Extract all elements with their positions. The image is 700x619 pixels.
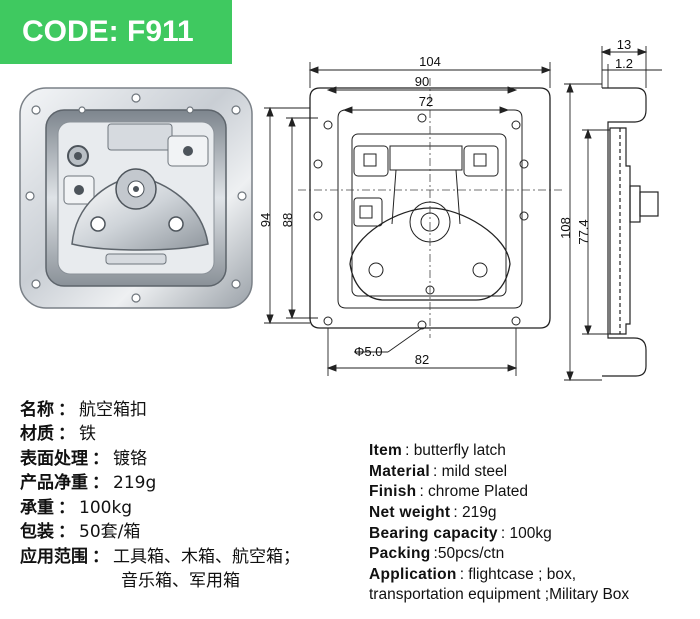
spec-cn-key: 产品净重 bbox=[20, 473, 88, 494]
spec-cn-sep: ： bbox=[92, 473, 109, 494]
spec-cn-value: 50套/箱 bbox=[79, 522, 141, 543]
spec-cn-key: 应用范围 bbox=[20, 546, 88, 567]
spec-en-row: Material: mild steel bbox=[369, 462, 699, 483]
spec-en-key: Bearing capacity bbox=[369, 524, 498, 542]
dim-108-label: 108 bbox=[558, 217, 573, 239]
product-code-text: CODE: F911 bbox=[22, 15, 194, 48]
spec-en-row-continued: transportation equipment ;Military Box bbox=[369, 585, 699, 606]
dim-104-label: 104 bbox=[419, 54, 441, 69]
spec-en-key: Finish bbox=[369, 483, 417, 501]
spec-en-value: : mild steel bbox=[432, 462, 508, 480]
spec-cn-key: 表面处理 bbox=[20, 448, 88, 469]
spec-en-value: :50pcs/ctn bbox=[433, 545, 505, 563]
spec-cn-row: 承重：100kg bbox=[20, 496, 360, 521]
spec-en-row: Finish: chrome Plated bbox=[369, 482, 699, 503]
spec-en-value: : chrome Plated bbox=[419, 483, 528, 501]
spec-list-english: Item: butterfly latch Material: mild ste… bbox=[369, 441, 699, 606]
spec-cn-key: 包装 bbox=[20, 522, 54, 543]
spec-cn-value: 镀铬 bbox=[113, 448, 147, 469]
spec-cn-sep: ： bbox=[58, 497, 75, 518]
spec-en-row: Item: butterfly latch bbox=[369, 441, 699, 462]
spec-cn-key: 材质 bbox=[20, 424, 54, 445]
spec-list-chinese: 名称：航空箱扣 材质：铁 表面处理：镀铬 产品净重：219g 承重：100kg … bbox=[20, 398, 360, 594]
spec-cn-sep: ： bbox=[92, 448, 109, 469]
spec-cn-key: 名称 bbox=[20, 399, 54, 420]
spec-cn-row: 名称：航空箱扣 bbox=[20, 398, 360, 423]
dim-90-label: 90 bbox=[415, 74, 429, 89]
dim-77-4-label: 77.4 bbox=[576, 219, 591, 244]
spec-cn-value: 100kg bbox=[79, 497, 133, 518]
spec-en-value: : flightcase ; box, bbox=[459, 565, 576, 583]
dim-94-label: 94 bbox=[258, 213, 273, 227]
dim-1-2-label: 1.2 bbox=[615, 56, 633, 71]
spec-cn-sep: ： bbox=[58, 522, 75, 543]
spec-en-row: Application: flightcase ; box, bbox=[369, 565, 699, 586]
spec-cn-row: 产品净重：219g bbox=[20, 472, 360, 497]
dim-hole-label: Φ5.0 bbox=[354, 344, 382, 359]
dim-72-label: 72 bbox=[419, 94, 433, 109]
technical-drawing: 104 90 72 94 88 82 Φ5.0 13 1.2 108 77.4 bbox=[258, 38, 662, 382]
spec-cn-value: 铁 bbox=[79, 424, 96, 445]
spec-cn-row: 应用范围：工具箱、木箱、航空箱； bbox=[20, 545, 360, 570]
spec-cn-value-continued: 音乐箱、军用箱 bbox=[121, 571, 240, 592]
dim-13-label: 13 bbox=[617, 38, 631, 52]
spec-en-key: Application bbox=[369, 565, 457, 583]
spec-en-key: Item bbox=[369, 442, 403, 460]
spec-cn-row: 包装：50套/箱 bbox=[20, 521, 360, 546]
spec-cn-value: 219g bbox=[113, 473, 157, 494]
dim-82-label: 82 bbox=[415, 352, 429, 367]
spec-cn-row: 表面处理：镀铬 bbox=[20, 447, 360, 472]
dim-88-label: 88 bbox=[280, 213, 295, 227]
spec-cn-sep: ： bbox=[58, 424, 75, 445]
spec-en-key: Packing bbox=[369, 545, 431, 563]
spec-en-row: Packing:50pcs/ctn bbox=[369, 544, 699, 565]
spec-en-key: Material bbox=[369, 462, 430, 480]
spec-cn-key: 承重 bbox=[20, 497, 54, 518]
spec-cn-value: 工具箱、木箱、航空箱； bbox=[113, 546, 300, 567]
spec-en-value-continued: transportation equipment ;Military Box bbox=[369, 586, 630, 604]
spec-en-value: : 100kg bbox=[500, 524, 552, 542]
spec-en-value: : 219g bbox=[453, 504, 497, 522]
spec-cn-value: 航空箱扣 bbox=[79, 399, 147, 420]
spec-cn-sep: ： bbox=[92, 546, 109, 567]
spec-en-key: Net weight bbox=[369, 504, 451, 522]
product-photo bbox=[19, 87, 253, 309]
spec-en-row: Net weight: 219g bbox=[369, 503, 699, 524]
spec-cn-sep: ： bbox=[58, 399, 75, 420]
spec-en-value: : butterfly latch bbox=[405, 442, 506, 460]
product-code-badge: CODE: F911 bbox=[0, 0, 232, 64]
spec-en-row: Bearing capacity: 100kg bbox=[369, 523, 699, 544]
spec-cn-row: 材质：铁 bbox=[20, 423, 360, 448]
spec-cn-row-continued: 音乐箱、军用箱 bbox=[20, 570, 360, 595]
